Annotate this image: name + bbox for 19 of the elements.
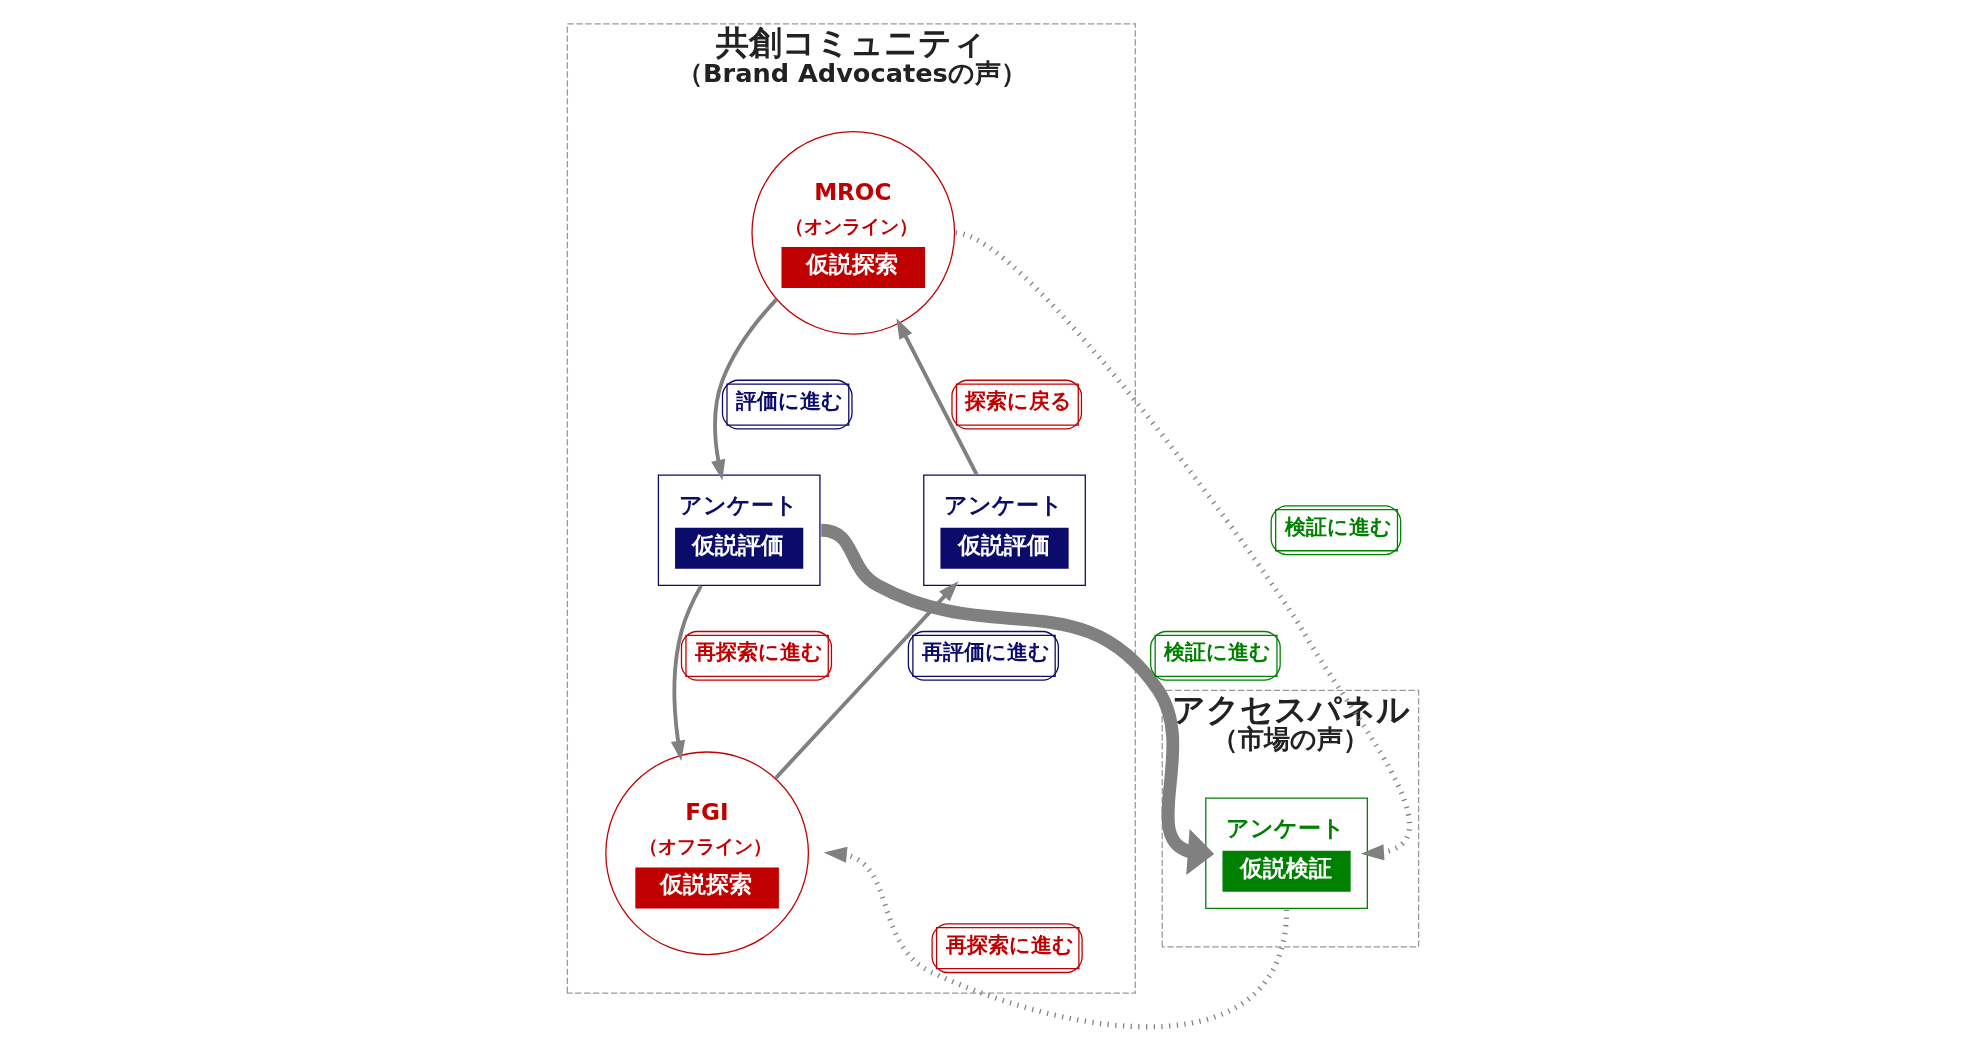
edge-label: 再探索に進む — [945, 932, 1074, 957]
arrow — [954, 230, 1412, 861]
node-box: アンケート 仮説検証 — [1204, 797, 1368, 910]
arrow — [895, 318, 978, 476]
arrow — [773, 581, 958, 780]
node-circle: MROC （オンライン） 仮説探索 — [750, 130, 955, 335]
edge-label: 再評価に進む — [921, 640, 1050, 665]
arrow — [820, 523, 1214, 876]
edge-label: 検証に進む — [1284, 514, 1392, 539]
node-circle: FGI （オフライン） 仮説探索 — [604, 751, 809, 956]
arrow — [710, 298, 778, 481]
arrow — [823, 846, 1289, 1029]
edge-label: 探索に戻る — [964, 389, 1072, 414]
edge-label: 評価に進む — [735, 389, 843, 414]
edge-label: 再探索に進む — [694, 640, 823, 665]
arrow — [670, 584, 703, 762]
node-box: アンケート 仮説評価 — [657, 474, 821, 586]
edge-label: 検証に進む — [1163, 640, 1271, 665]
node-box: アンケート 仮説評価 — [922, 474, 1086, 586]
